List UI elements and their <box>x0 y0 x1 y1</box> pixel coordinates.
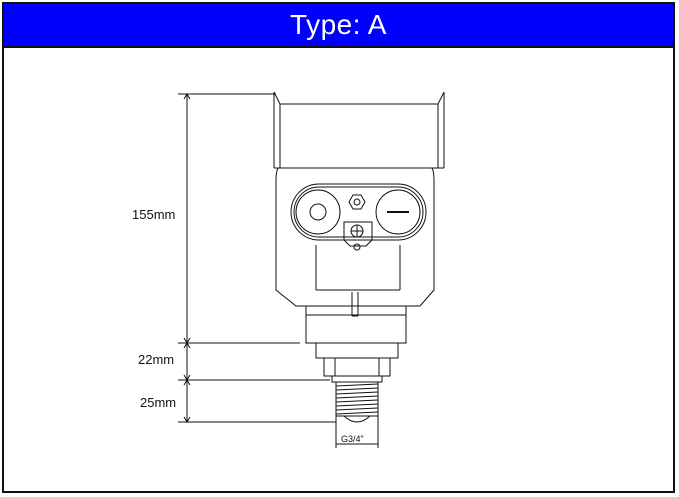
control-panel <box>290 183 427 251</box>
left-knob-center <box>309 203 327 221</box>
thread-collar <box>331 375 383 383</box>
page-title: Type: A <box>290 9 387 40</box>
hex-screw-center <box>353 198 361 206</box>
neck-outline <box>305 306 407 344</box>
arrow-top <box>183 93 191 100</box>
dimension-lines <box>178 93 336 423</box>
thread-line-1 <box>335 383 379 387</box>
thread-body <box>335 381 379 417</box>
dimension-label-22: 22mm <box>138 352 174 367</box>
diagram-frame: Type: A <box>2 2 675 493</box>
ground-icon <box>353 243 361 251</box>
thread-line-2 <box>335 387 379 391</box>
dimension-label-25: 25mm <box>140 395 176 410</box>
thread-connection <box>335 381 379 448</box>
thread-line-8 <box>335 411 379 415</box>
arrow-bottom <box>183 416 191 423</box>
dimension-label-155: 155mm <box>132 207 175 222</box>
thread-line-4 <box>335 395 379 399</box>
flange-ring <box>315 342 399 359</box>
hex-screw-icon <box>348 194 366 210</box>
arrow-flange-down <box>183 342 191 349</box>
thread-line-5 <box>335 399 379 403</box>
housing-body <box>275 167 435 317</box>
thread-line-6 <box>335 403 379 407</box>
left-knob-outer <box>295 189 341 235</box>
terminal-block <box>343 221 373 247</box>
cap-outline <box>273 91 445 169</box>
hex-nut <box>323 357 391 377</box>
top-cap <box>273 91 445 169</box>
title-bar: Type: A <box>4 4 673 48</box>
neck-flange <box>305 306 407 383</box>
thread-line-3 <box>335 391 379 395</box>
thread-line-7 <box>335 407 379 411</box>
arrow-nut-down <box>183 379 191 386</box>
right-knob-outer <box>375 189 421 235</box>
antenna-tip <box>343 415 371 423</box>
thread-size-label: G3/4" <box>341 434 364 444</box>
panel-outline <box>290 183 427 241</box>
